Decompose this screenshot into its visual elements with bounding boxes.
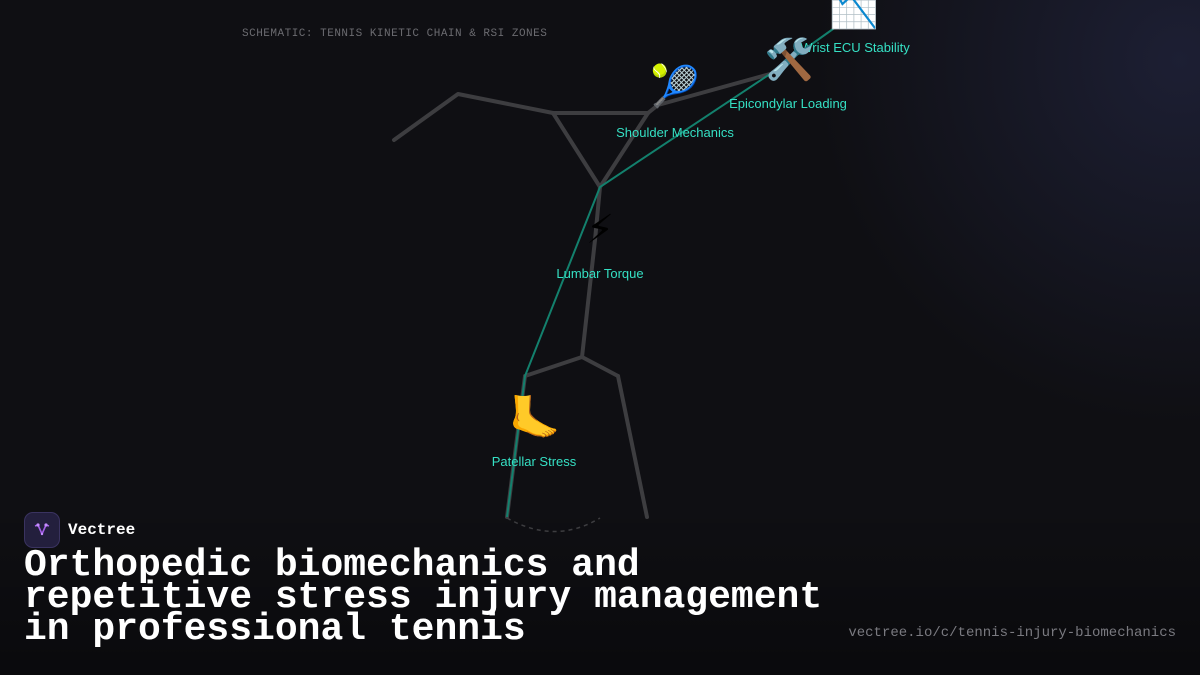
chart-decreasing-icon: 📉 (829, 0, 879, 31)
torso-right (598, 111, 650, 189)
brand: Vectree (24, 512, 135, 548)
spine (580, 185, 602, 359)
ground-arc (506, 517, 601, 533)
right-leg (616, 374, 649, 519)
stick-figure-skeleton (392, 72, 772, 519)
schematic-caption: SCHEMATIC: TENNIS KINETIC CHAIN & RSI ZO… (242, 28, 548, 40)
left-arm (392, 92, 555, 142)
hip-left (523, 355, 584, 378)
page-title: Orthopedic biomechanics and repetitive s… (24, 544, 823, 651)
vectree-logo-icon (24, 512, 60, 548)
node-label-patellar: Patellar Stress (491, 454, 577, 469)
right-arm (646, 72, 772, 115)
tennis-racket-icon: 🎾 (650, 64, 700, 110)
lightning-icon: ⚡ (585, 207, 615, 253)
node-label-shoulder: Shoulder Mechanics (616, 125, 734, 140)
foot-icon: 🦶 (508, 393, 562, 442)
kinetic-chain-line (506, 23, 841, 518)
torso-left (551, 111, 602, 189)
hip-right (580, 355, 620, 378)
page-url: vectree.io/c/tennis-injury-biomechanics (848, 625, 1176, 641)
node-label-wrist: Wrist ECU Stability (800, 40, 910, 55)
node-label-elbow: Epicondylar Loading (729, 96, 847, 111)
node-label-lumbar: Lumbar Torque (556, 266, 644, 281)
brand-name: Vectree (68, 521, 136, 539)
hammer-wrench-icon: 🛠️ (764, 37, 814, 83)
